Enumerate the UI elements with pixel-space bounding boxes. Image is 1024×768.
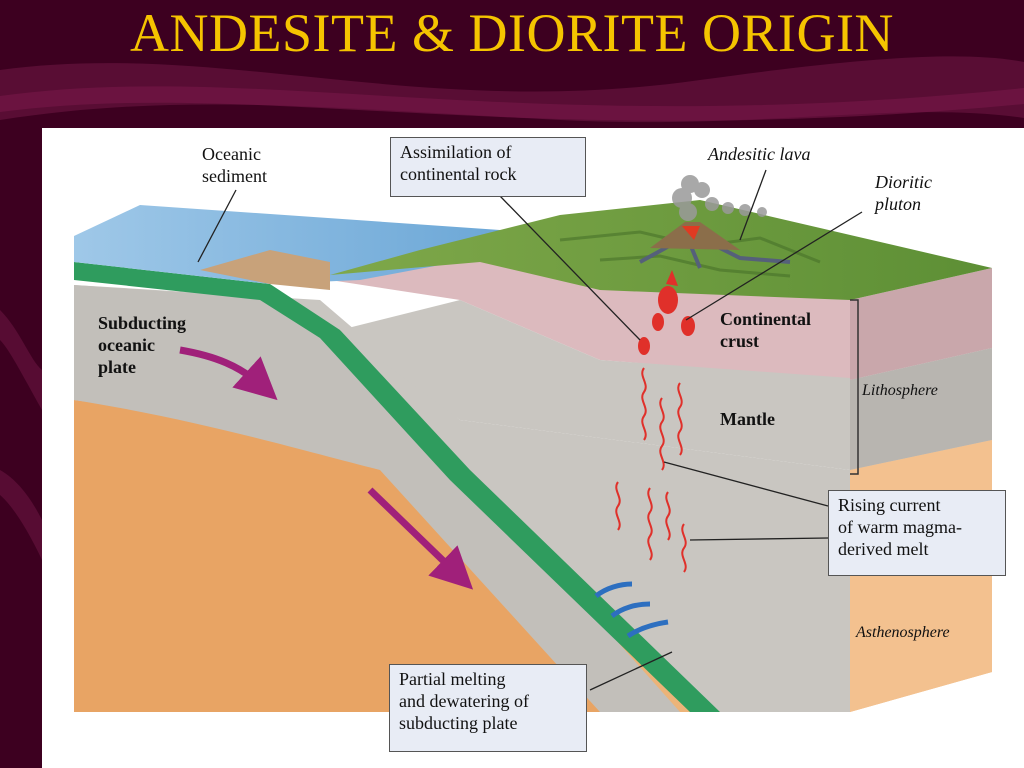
slide-title: ANDESITE & DIORITE ORIGIN (130, 3, 894, 63)
callout-assimilation: Assimilation of continental rock (390, 137, 586, 197)
label-asthenosphere: Asthenosphere (856, 624, 950, 641)
asthenosphere-left (74, 400, 600, 712)
lithosphere-bracket (850, 299, 859, 475)
label-andesitic-lava: Andesitic lava (708, 144, 811, 164)
label-oceanic-sediment: Oceanic sediment (202, 144, 267, 186)
label-dioritic-pluton: Dioritic pluton (875, 172, 932, 214)
subduction-arrow-upper (179, 346, 278, 401)
label-subducting-plate: Subducting oceanic plate (98, 313, 187, 377)
oceanic-crust-band (74, 262, 720, 712)
continental-crust-lower (340, 300, 850, 470)
leader-lines (197, 169, 863, 691)
subduction-diagram (42, 128, 1024, 768)
volcano-vent-glow (682, 226, 700, 240)
label-mantle: Mantle (720, 409, 775, 429)
label-lithosphere: Lithosphere (862, 382, 938, 399)
subducting-plate-body (74, 285, 680, 712)
callout-partial-melting: Partial melting and dewatering of subduc… (389, 664, 587, 752)
subduction-arrow-lower (367, 487, 474, 590)
mantle-side-face (850, 348, 992, 470)
rising-melt-currents (615, 367, 687, 573)
sediment-wedge (200, 250, 330, 290)
crust-side-face (850, 268, 992, 380)
callout-rising-current: Rising current of warm magma- derived me… (828, 490, 1006, 576)
asthenosphere-side-face (850, 440, 992, 712)
label-continental-crust: Continental crust (720, 309, 812, 351)
dioritic-pluton (638, 270, 695, 355)
ash-plume (672, 175, 767, 221)
water-release-arrows (594, 581, 669, 639)
